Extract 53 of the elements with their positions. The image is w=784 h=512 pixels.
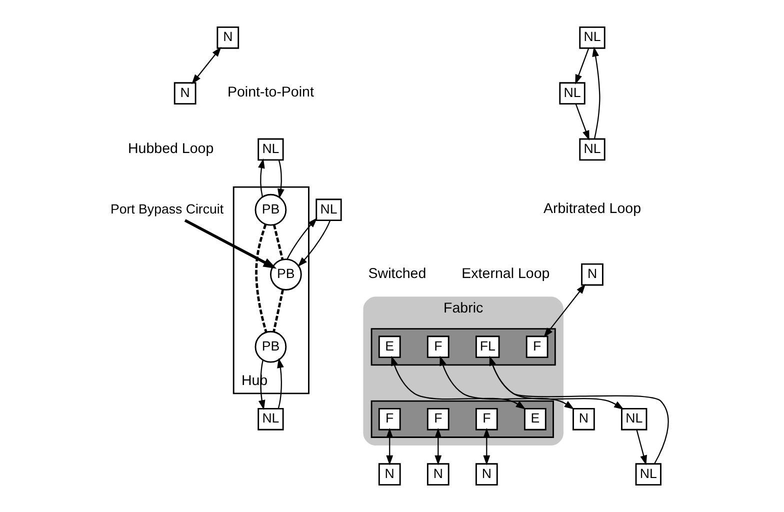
arrow <box>544 284 586 338</box>
node-box: N <box>475 463 498 486</box>
label: Switched <box>368 266 426 282</box>
node-box: N <box>216 26 240 49</box>
node-circle: PB <box>254 194 287 226</box>
node-box: NL <box>579 26 606 49</box>
node-box: FL <box>475 336 500 358</box>
node-box: NL <box>559 82 586 104</box>
node-box: N <box>174 82 196 104</box>
node-box: NL <box>635 463 662 486</box>
connector <box>255 224 268 333</box>
label: Hubbed Loop <box>128 140 214 157</box>
arrow <box>636 429 647 466</box>
arrow <box>277 358 284 408</box>
arrow <box>575 104 590 140</box>
arrow <box>258 158 265 198</box>
arrow <box>391 356 526 410</box>
arrow <box>483 428 490 466</box>
node-box: NL <box>621 408 648 430</box>
arrow <box>434 428 442 466</box>
arrow <box>440 356 574 410</box>
node-box: NL <box>258 138 284 161</box>
node-box: NL <box>258 408 284 430</box>
node-box: F <box>526 336 548 358</box>
arrow <box>386 428 394 466</box>
arrow <box>184 219 277 269</box>
arrow <box>592 46 600 140</box>
node-box: F <box>426 336 450 358</box>
node-box: F <box>475 408 498 430</box>
node-box: F <box>426 408 450 430</box>
node-box: NL <box>579 138 606 161</box>
connector <box>272 224 284 260</box>
arrow <box>489 356 669 464</box>
connector <box>272 290 284 332</box>
node-box: N <box>572 408 595 430</box>
arrow <box>192 46 222 84</box>
node-text: Port Bypass Circuit <box>110 201 224 216</box>
node-box: N <box>378 463 401 486</box>
node-box: N <box>426 463 450 486</box>
node-box: F <box>378 408 401 430</box>
arrow <box>278 160 284 199</box>
node-box: E <box>524 408 546 430</box>
node-circle: PB <box>270 258 302 290</box>
node-box: NL <box>316 198 342 222</box>
arrow <box>298 220 331 267</box>
arrow <box>286 218 318 260</box>
node-box: N <box>581 263 604 286</box>
label: Point-to-Point <box>227 84 314 101</box>
node-circle: PB <box>254 330 287 363</box>
label: External Loop <box>462 266 550 282</box>
label: Arbitrated Loop <box>543 201 642 218</box>
arrow <box>575 48 590 84</box>
node-box: E <box>378 336 401 358</box>
